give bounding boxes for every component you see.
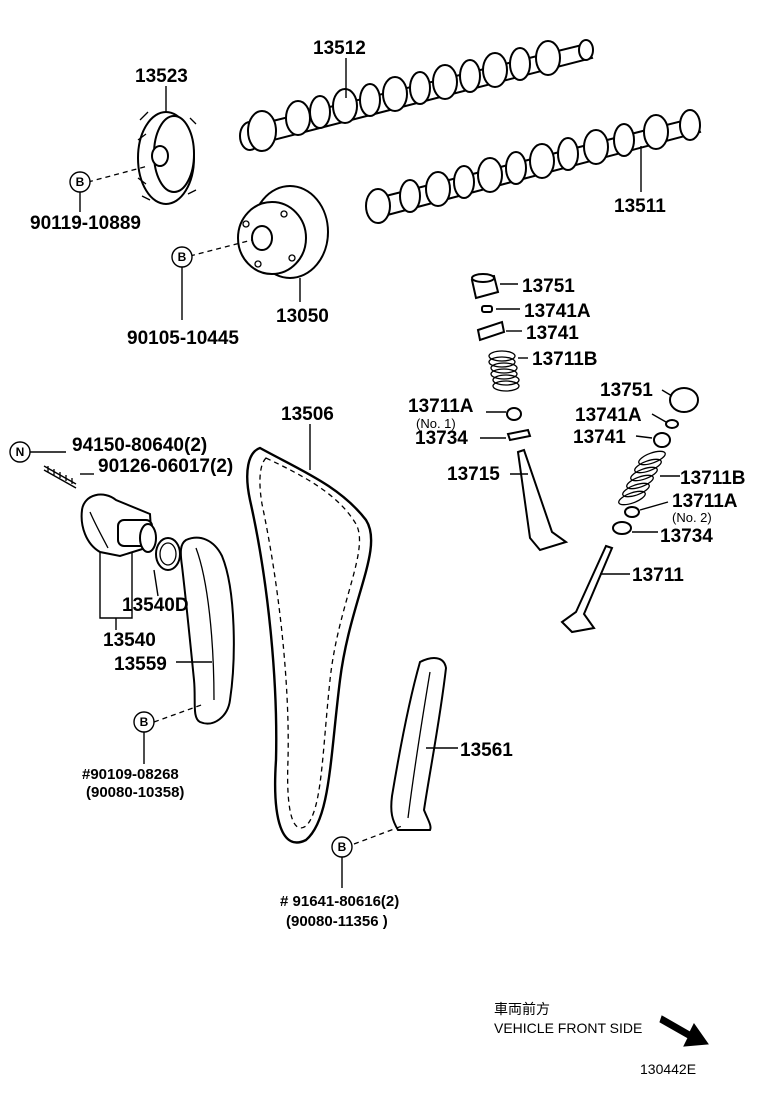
part-number-label: 90119-10889: [30, 213, 141, 234]
part-number-label: 13711A: [672, 491, 738, 512]
timing-chain[interactable]: [246, 446, 373, 844]
bolt-badge-b[interactable]: B: [133, 711, 155, 733]
part-number-label: (90080-10358): [86, 784, 184, 801]
svg-text:B: B: [76, 175, 85, 189]
part-number-label: 13751: [600, 380, 653, 401]
vvt-gear[interactable]: [237, 185, 329, 279]
part-number-label: 13711: [632, 565, 684, 586]
part-number-label: 13741: [573, 427, 626, 448]
svg-text:B: B: [338, 840, 347, 854]
valve-stem-seal[interactable]: [506, 428, 532, 442]
part-number-label: 13511: [614, 196, 666, 217]
valve-spring[interactable]: [617, 449, 667, 508]
spring-retainer[interactable]: [653, 432, 671, 448]
part-number-label: 13523: [135, 66, 188, 87]
part-number-label: 90105-10445: [127, 328, 239, 349]
part-number-label: 13561: [460, 740, 513, 761]
camshaft-exhaust[interactable]: [239, 39, 594, 152]
bolt-badge-b[interactable]: B: [171, 246, 193, 268]
part-number-label: 13741: [526, 323, 579, 344]
part-number-label: 13540: [103, 630, 156, 651]
spring-seat[interactable]: [624, 506, 640, 518]
part-note-label: (No. 1): [416, 416, 456, 431]
part-number-label: 94150-80640(2): [72, 435, 207, 456]
camshaft-intake[interactable]: [365, 109, 702, 224]
part-number-label: # 91641-80616(2): [280, 893, 399, 910]
svg-text:B: B: [140, 715, 149, 729]
part-number-label: 90126-06017(2): [98, 456, 233, 477]
front-direction-arrow-icon: [659, 1015, 709, 1047]
part-number-label: #90109-08268: [82, 766, 179, 783]
spring-retainer[interactable]: [476, 320, 506, 342]
valve-keeper[interactable]: [665, 419, 679, 429]
bolt-badge-b[interactable]: B: [331, 836, 353, 858]
part-number-label: 13751: [522, 276, 575, 297]
valve-lifter[interactable]: [669, 387, 699, 413]
chain-slipper[interactable]: [179, 536, 235, 725]
exhaust-valve[interactable]: [516, 448, 569, 552]
valve-spring[interactable]: [488, 350, 520, 392]
part-number-label: 13711B: [532, 349, 598, 370]
part-number-label: 13741A: [524, 301, 591, 322]
spring-seat[interactable]: [506, 407, 522, 421]
front-side-label-jp: 車両前方: [494, 1001, 550, 1017]
valve-lifter[interactable]: [470, 273, 500, 300]
figure-code: 130442E: [640, 1061, 696, 1077]
part-number-label: 13715: [447, 464, 500, 485]
part-number-label: 13540D: [122, 595, 189, 616]
part-number-label: 13741A: [575, 405, 642, 426]
part-number-label: 13734: [660, 526, 713, 547]
chain-damper[interactable]: [390, 657, 448, 831]
part-number-label: 13734: [415, 428, 468, 449]
part-number-label: 13512: [313, 38, 366, 59]
part-note-label: (No. 2): [672, 510, 712, 525]
part-number-label: 13711A: [408, 396, 474, 417]
chain-tensioner[interactable]: [80, 493, 157, 558]
timing-gear[interactable]: [137, 111, 197, 205]
part-number-label: 13506: [281, 404, 334, 425]
bolt-badge-b[interactable]: B: [69, 171, 91, 193]
valve-keeper[interactable]: [481, 305, 493, 313]
front-side-label: VEHICLE FRONT SIDE: [494, 1020, 642, 1036]
intake-valve[interactable]: [560, 544, 614, 634]
part-number-label: 13559: [114, 654, 167, 675]
svg-text:N: N: [16, 445, 25, 459]
part-number-label: 13050: [276, 306, 329, 327]
valve-stem-seal[interactable]: [612, 521, 632, 535]
tensioner-gasket[interactable]: [155, 537, 181, 571]
part-number-label: 13711B: [680, 468, 746, 489]
part-number-label: (90080-11356 ): [286, 913, 388, 930]
svg-text:B: B: [178, 250, 187, 264]
stud[interactable]: [43, 465, 77, 489]
nut-badge-n[interactable]: N: [9, 441, 31, 463]
